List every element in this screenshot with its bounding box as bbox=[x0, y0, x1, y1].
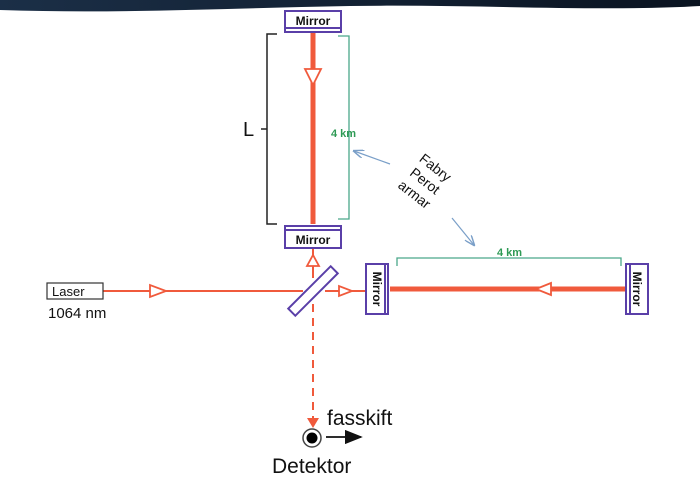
beam-splitter bbox=[286, 264, 340, 318]
mirror-top: Mirror bbox=[284, 10, 342, 33]
pointer-arrow-vertical bbox=[354, 151, 391, 165]
detector-label: Detektor bbox=[272, 455, 351, 478]
length-bracket bbox=[261, 33, 277, 225]
mirror-right: Mirror bbox=[625, 263, 649, 315]
triangle-arrow-icon bbox=[338, 284, 355, 298]
laser-box bbox=[46, 282, 104, 300]
mirror-beam: Mirror bbox=[365, 263, 389, 315]
mirror-label: Mirror bbox=[296, 14, 331, 28]
triangle-arrow-icon bbox=[305, 253, 321, 267]
mirror-label: Mirror bbox=[630, 272, 644, 307]
fabry-perot-label: Fabry Perot armar bbox=[395, 150, 454, 212]
output-arrow bbox=[307, 418, 319, 428]
length-label: L bbox=[243, 119, 254, 141]
triangle-arrow-icon bbox=[303, 68, 323, 88]
mirror-label: Mirror bbox=[370, 272, 384, 307]
pointer-arrow-horizontal bbox=[451, 217, 474, 245]
laser-label: Laser bbox=[52, 284, 85, 299]
triangle-arrow-icon bbox=[533, 281, 552, 297]
mirror-label: Mirror bbox=[296, 233, 331, 247]
vertical-dimension-bracket bbox=[338, 35, 350, 220]
header-band bbox=[0, 0, 700, 12]
horizontal-dimension-bracket bbox=[396, 257, 622, 266]
phase-shift-label: fasskift bbox=[327, 407, 393, 430]
arm-length-horizontal: 4 km bbox=[497, 247, 522, 259]
mirror-middle: Mirror bbox=[284, 225, 342, 249]
photodetector-icon bbox=[302, 428, 322, 448]
triangle-arrow-icon bbox=[149, 283, 169, 299]
arm-length-vertical: 4 km bbox=[331, 128, 356, 140]
wavelength-label: 1064 nm bbox=[48, 305, 106, 322]
